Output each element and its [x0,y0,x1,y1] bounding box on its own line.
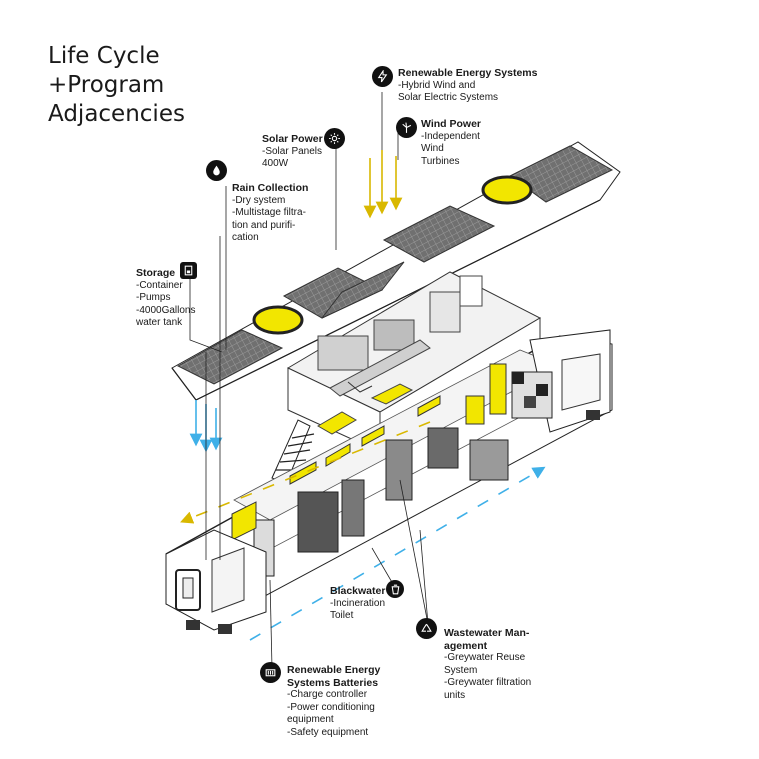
annotation-rain-collection: Rain Collection -Dry system -Multistage … [232,182,308,245]
annotation-line: -Pumps [136,292,171,303]
title-line-1: Life Cycle [48,43,160,69]
skylight-2 [481,175,533,205]
annotation-line: -Power conditioning [287,701,375,713]
annotation-line: -Hybrid Wind and [398,79,476,91]
trash-bin-icon [386,580,404,598]
annotation-line: -Solar Panels [262,145,323,157]
annotation-heading: Renewable Energy Systems [398,67,538,79]
solar-panel-1 [176,329,284,385]
annotation-storage: Storage -Container -Pumps -4000Gallons w… [136,267,195,330]
water-drop-icon [206,160,227,181]
annotation-heading: agement [444,639,488,652]
solar-panel-5 [509,145,614,203]
annotation-heading: Rain Collection [232,182,309,194]
annotation-heading: Solar Power [262,133,323,145]
annotation-solar-power: Solar Power -Solar Panels 400W [262,133,323,171]
annotation-line: -4000Gallons [136,304,196,316]
annotation-line: tion and purifi- [232,219,296,231]
annotation-line: -Independent [421,130,480,142]
annotation-line: -Greywater Reuse [444,652,526,663]
solar-panel-3 [321,261,405,319]
annotation-line: System [444,664,478,676]
annotation-line: -Greywater filtration [444,677,532,688]
annotation-batteries: Renewable Energy Systems Batteries -Char… [287,664,380,739]
annotation-line: 400W [262,158,289,169]
annotation-heading: Renewable Energy [287,664,381,676]
annotation-line: -Charge controller [287,689,368,700]
annotation-heading: Wastewater Man- [444,627,530,639]
annotation-heading: Wind Power [421,118,481,130]
wind-turbine-icon [396,117,417,138]
solar-panel-4 [382,205,496,263]
annotation-wastewater-management: Wastewater Man- agement -Greywater Reuse… [444,627,531,702]
annotation-line: cation [232,232,259,243]
annotation-line: -Container [136,279,183,291]
annotation-renewable-energy: Renewable Energy Systems -Hybrid Wind an… [398,67,537,105]
page-title: Life Cycle +Program Adjacencies [48,42,185,129]
annotation-heading: Storage [136,267,176,279]
annotation-line: -Safety equipment [287,726,369,738]
sun-icon [324,128,345,149]
annotation-heading: Systems Batteries [287,676,379,689]
annotation-line: Wind [421,143,444,154]
flow-arrows [180,150,546,641]
annotation-heading: Blackwater [330,585,386,597]
annotation-line: -Multistage filtra- [232,207,306,218]
annotation-line: Solar Electric Systems [398,92,499,103]
tank-icon [180,262,197,279]
annotation-wind-power: Wind Power -Independent Wind Turbines [421,118,481,168]
recycle-icon [416,618,437,639]
title-line-2: +Program [48,72,165,98]
annotation-line: -Dry system [232,194,286,206]
annotation-line: -Incineration [330,597,386,609]
annotation-line: Turbines [421,155,460,167]
title-line-3: Adjacencies [48,101,185,127]
annotation-line: units [444,689,466,701]
battery-icon [260,662,281,683]
annotation-line: water tank [136,317,183,328]
roof-layer [171,141,621,401]
skylight-1 [252,305,304,335]
annotation-line: Toilet [330,610,354,621]
annotation-line: equipment [287,714,334,725]
lightning-icon [372,66,393,87]
annotation-blackwater: Blackwater -Incineration Toilet [330,585,385,623]
